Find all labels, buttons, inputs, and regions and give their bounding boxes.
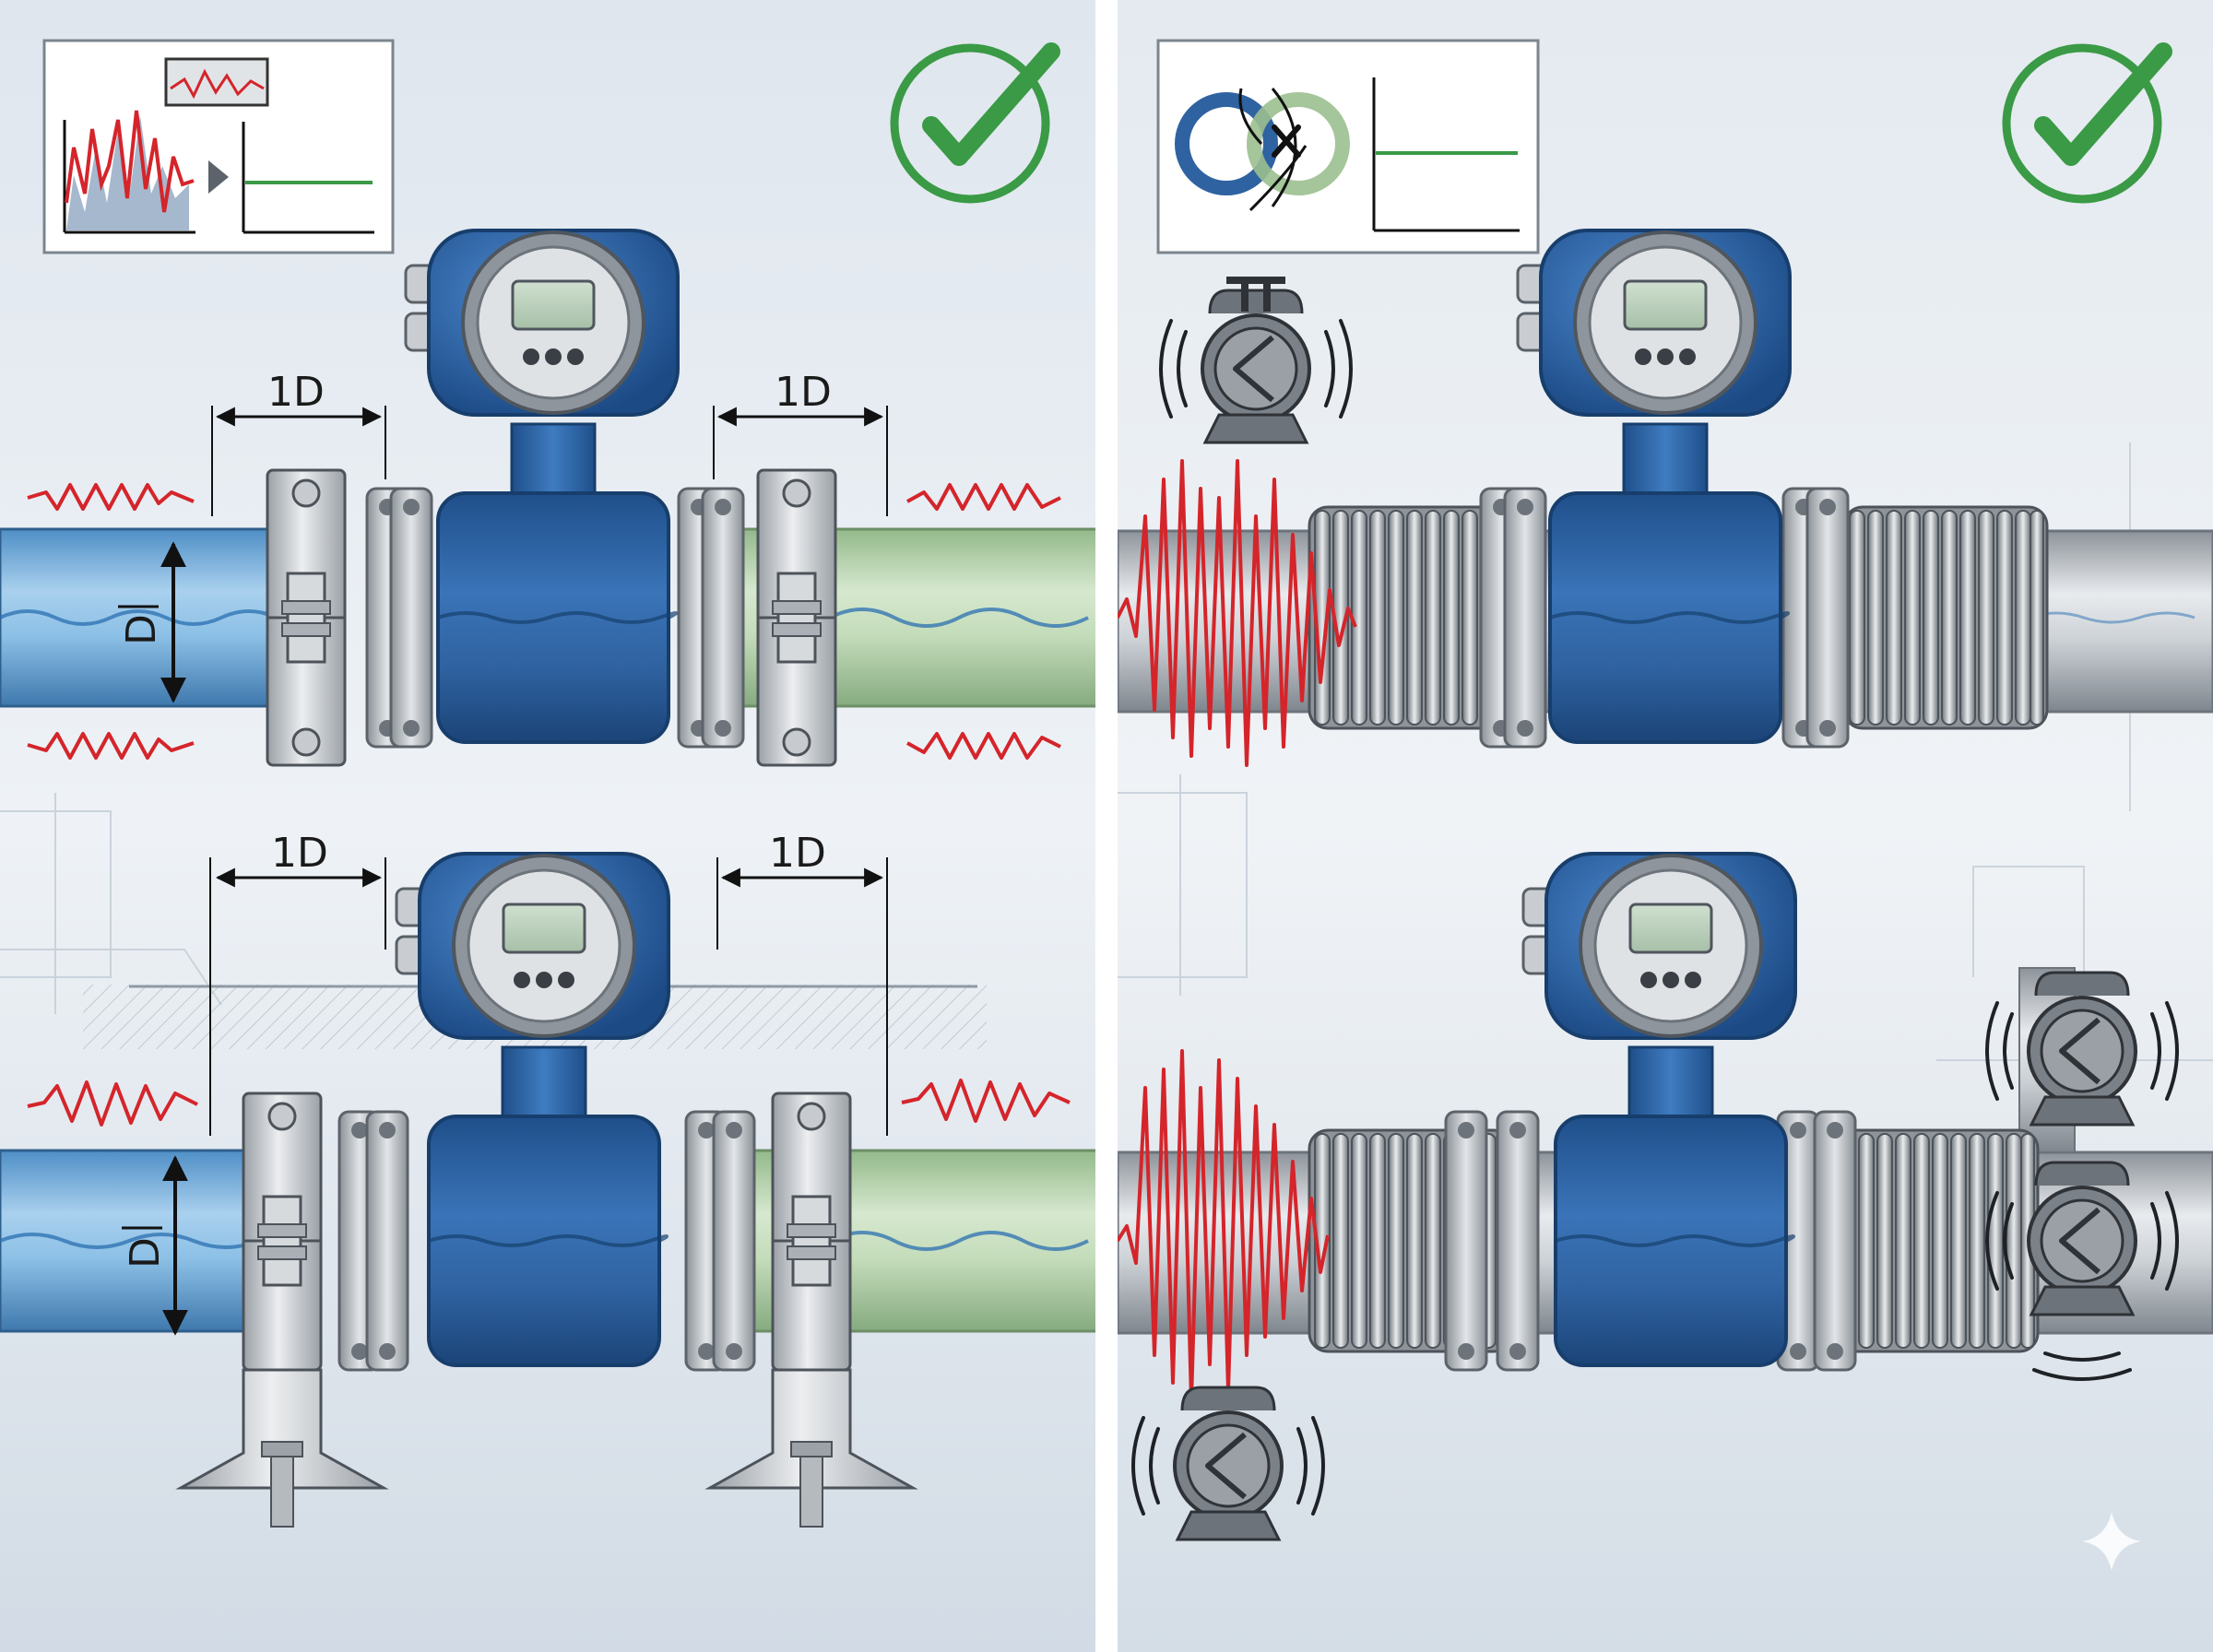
downstream-distance-label: 1D	[769, 830, 826, 877]
diameter-label: D	[118, 614, 165, 645]
flange	[1444, 1110, 1488, 1372]
vibration-wave-icon	[1116, 459, 1357, 767]
flange	[712, 1110, 756, 1372]
panel-divider	[1095, 0, 1118, 1652]
downstream-distance-label: 1D	[775, 369, 832, 416]
left-bottom-assembly: D 1D 1D	[0, 830, 1099, 1528]
bellows-icon	[1842, 505, 2049, 730]
flange	[1813, 1110, 1857, 1372]
pipe-clamp	[266, 468, 347, 767]
flange	[1496, 1110, 1540, 1372]
pipe-clamp	[756, 468, 837, 767]
sparkle-icon	[2082, 1512, 2141, 1571]
flange	[389, 487, 433, 749]
signal-damping-inset	[42, 39, 395, 254]
flange	[1503, 487, 1547, 749]
vibration-wave-icon	[1116, 1049, 1330, 1403]
left-top-assembly: D 1D 1D	[0, 229, 1099, 767]
misalignment-inset	[1156, 39, 1540, 254]
upstream-distance-label: 1D	[271, 830, 328, 877]
bellows-icon	[1833, 1128, 2040, 1353]
vibration-wave-icon	[27, 1079, 1071, 1127]
flange	[701, 487, 745, 749]
downstream-pipe	[699, 1149, 1099, 1333]
flange	[365, 1110, 409, 1372]
right-top-assembly	[1116, 229, 2213, 767]
vibration-wave-icon	[27, 483, 1061, 760]
upstream-distance-label: 1D	[267, 369, 325, 416]
flange	[1805, 487, 1850, 749]
diameter-label: D	[122, 1237, 169, 1268]
right-bottom-assembly	[1116, 852, 2213, 1540]
